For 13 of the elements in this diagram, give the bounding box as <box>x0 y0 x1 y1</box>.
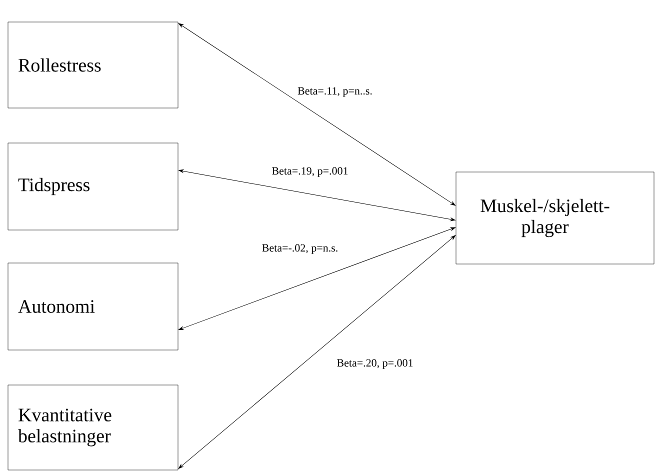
edge-label: Beta=-.02, p=n.s. <box>260 243 340 255</box>
box: Tidspress <box>8 142 178 230</box>
box: Muskel-/skjelett-plager <box>456 172 654 264</box>
box: Autonomi <box>8 262 178 350</box>
arrow <box>178 169 456 222</box>
arrow <box>178 23 456 206</box>
edge-label: Beta=.19, p=.001 <box>270 166 350 178</box>
arrow <box>178 227 456 330</box>
edge-label: Beta=.11, p=n..s. <box>296 86 374 98</box>
arrow <box>178 235 456 469</box>
box: Rollestress <box>8 22 178 108</box>
edge-label: Beta=.20, p=.001 <box>336 358 414 370</box>
box: Kvantitative belastninger <box>8 384 178 470</box>
